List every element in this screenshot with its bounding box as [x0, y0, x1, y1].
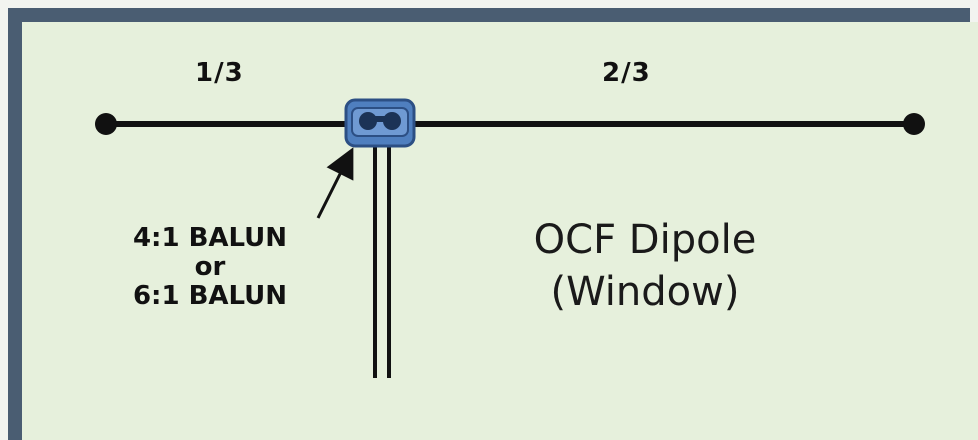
segment-label-right: 2/3 — [602, 58, 651, 88]
wire-end-right — [903, 113, 925, 135]
balun-label: 4:1 BALUN or 6:1 BALUN — [100, 224, 320, 311]
title-line1: OCF Dipole — [533, 217, 757, 263]
balun-icon — [344, 98, 416, 148]
balun-label-line3: 6:1 BALUN — [132, 281, 288, 311]
diagram-title: OCF Dipole (Window) — [500, 214, 790, 318]
diagram-panel — [22, 22, 978, 440]
balun-label-line2: or — [194, 252, 226, 282]
wire-end-left — [95, 113, 117, 135]
segment-label-left: 1/3 — [195, 58, 244, 88]
balun-label-line1: 4:1 BALUN — [132, 223, 288, 253]
balun-pointer-arrow — [316, 147, 354, 219]
title-line2: (Window) — [550, 269, 740, 315]
